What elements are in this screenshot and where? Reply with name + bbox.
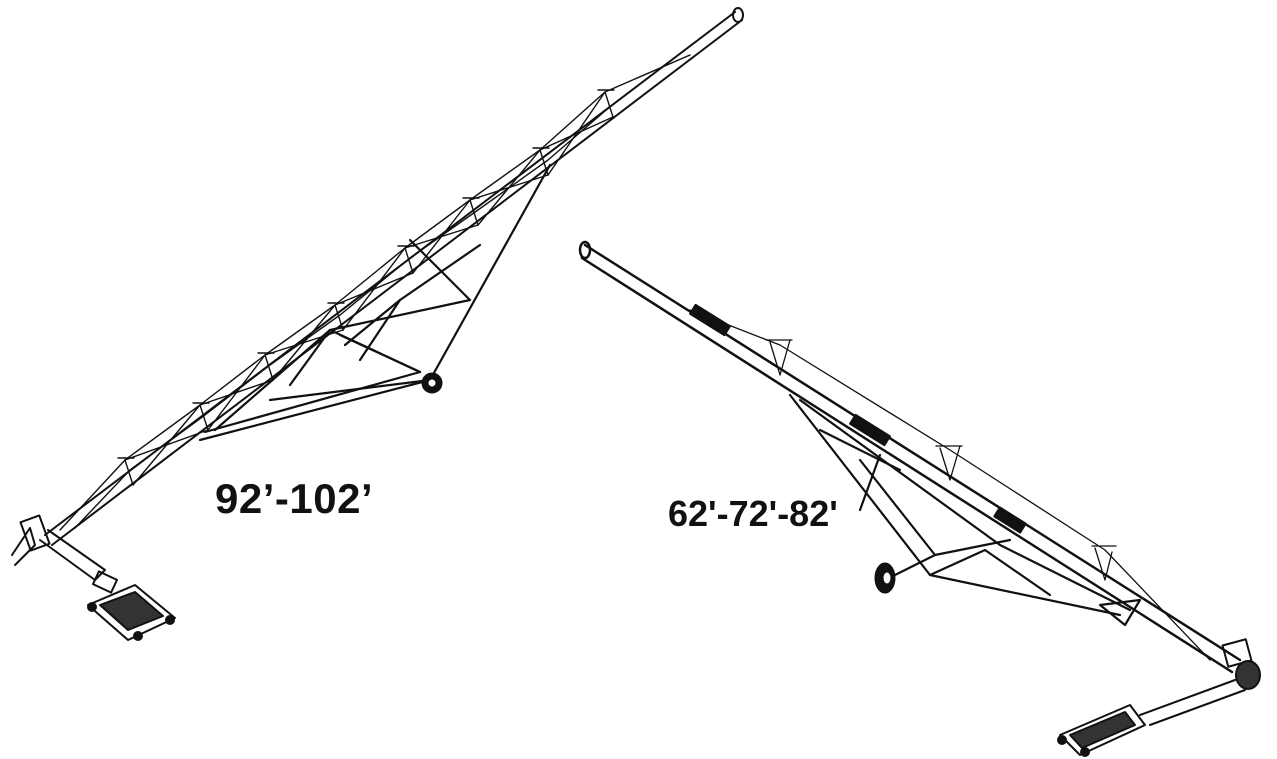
long-auger-truss — [59, 54, 691, 531]
long-auger-hopper — [87, 584, 176, 641]
short-auger-undercarriage — [788, 393, 1142, 627]
short-auger-drive — [1139, 638, 1261, 726]
short-auger-hopper — [1057, 704, 1146, 757]
long-auger-wheel — [421, 372, 443, 394]
short-auger-truss — [689, 309, 1211, 661]
short-auger-wheel — [874, 562, 896, 594]
long-auger-length-label: 92’-102’ — [215, 475, 374, 522]
long-auger-intake — [11, 514, 119, 594]
short-auger-length-label: 62'-72'-82' — [668, 493, 838, 534]
short-auger-tube — [578, 240, 1242, 674]
